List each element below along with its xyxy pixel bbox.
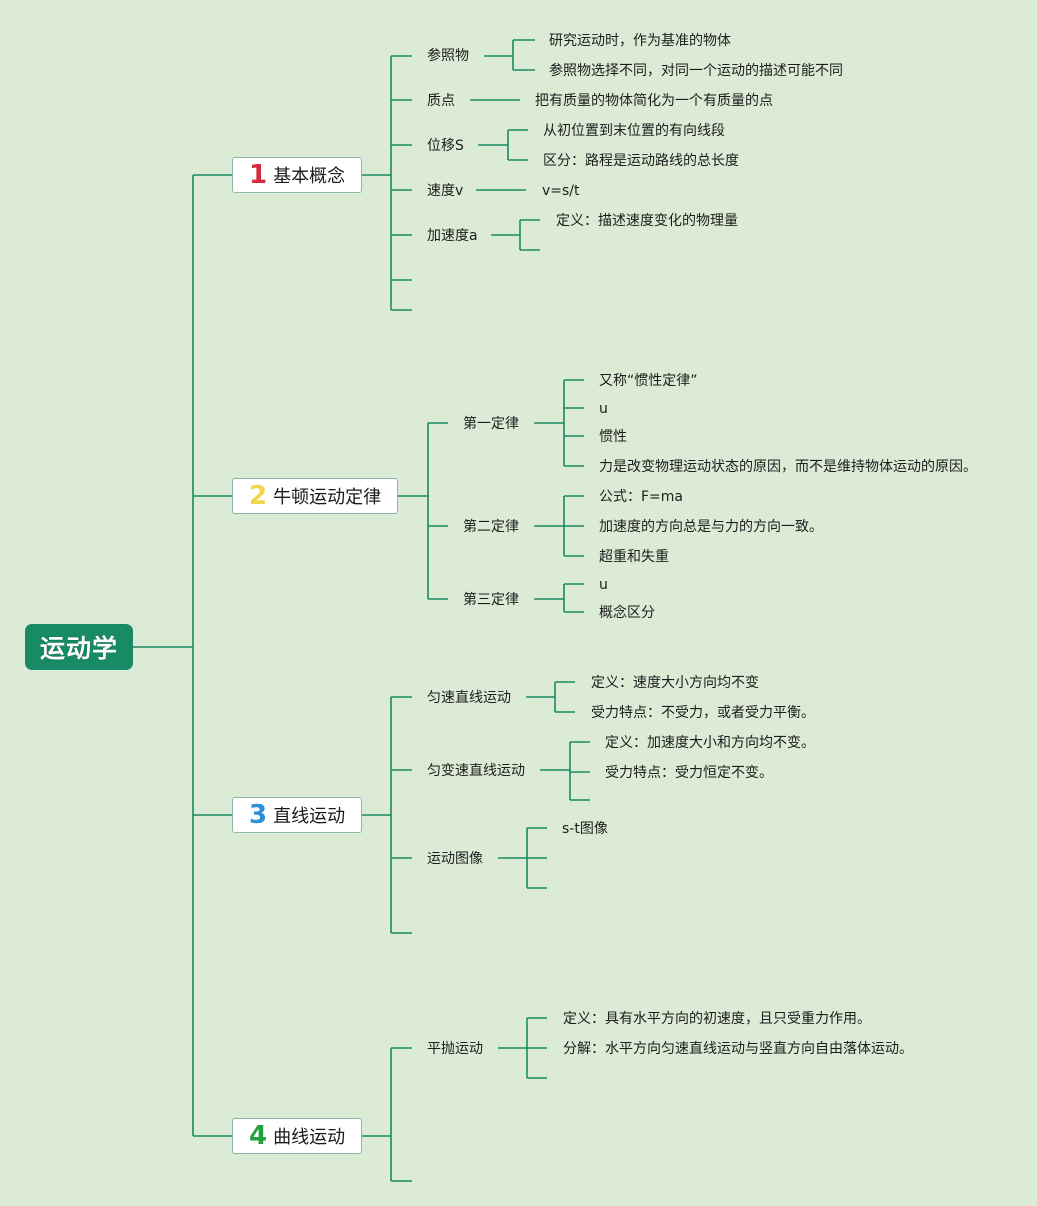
leaf-item[interactable]: 从初位置到末位置的有向线段 — [543, 123, 725, 139]
root-label: 运动学 — [39, 634, 118, 663]
leaf-item[interactable]: 参照物选择不同，对同一个运动的描述可能不同 — [549, 63, 843, 79]
leaf-item[interactable]: v=s/t — [542, 183, 580, 199]
leaf-item[interactable]: 受力特点：受力恒定不变。 — [605, 765, 773, 781]
root-node[interactable]: 运动学 — [25, 624, 133, 670]
branch-linear-motion[interactable]: 3 直线运动 — [232, 797, 362, 833]
topic-reference-frame[interactable]: 参照物 — [427, 48, 469, 64]
leaf-item[interactable]: 公式：F=ma — [599, 489, 683, 505]
leaf-item[interactable]: 又称“惯性定律” — [599, 373, 698, 389]
topic-mass-point[interactable]: 质点 — [427, 93, 455, 109]
branch-basic-concepts[interactable]: 1 基本概念 — [232, 157, 362, 193]
branch-label: 基本概念 — [273, 166, 346, 187]
leaf-item[interactable]: u — [599, 577, 608, 593]
topic-velocity[interactable]: 速度v — [427, 183, 464, 199]
number-2-badge: 2 — [249, 481, 268, 511]
number-1-badge: 1 — [249, 160, 268, 190]
topic-second-law[interactable]: 第二定律 — [463, 519, 519, 535]
number-4-badge: 4 — [249, 1121, 268, 1151]
leaf-item[interactable]: 惯性 — [599, 429, 627, 445]
topic-uniform-linear[interactable]: 匀速直线运动 — [427, 690, 511, 706]
leaf-item[interactable]: u — [599, 401, 608, 417]
leaf-item[interactable]: 超重和失重 — [599, 549, 669, 565]
leaf-item[interactable]: 定义：具有水平方向的初速度，且只受重力作用。 — [563, 1011, 871, 1027]
branch-label: 牛顿运动定律 — [273, 487, 382, 508]
topic-projectile[interactable]: 平抛运动 — [427, 1041, 483, 1057]
leaf-item[interactable]: 定义：速度大小方向均不变 — [591, 675, 759, 691]
leaf-item[interactable]: s-t图像 — [562, 821, 608, 837]
number-3-badge: 3 — [249, 800, 268, 830]
branch-newton-laws[interactable]: 2 牛顿运动定律 — [232, 478, 398, 514]
topic-displacement[interactable]: 位移S — [427, 138, 464, 154]
leaf-item[interactable]: 定义：加速度大小和方向均不变。 — [605, 735, 815, 751]
leaf-item[interactable]: 概念区分 — [599, 605, 655, 621]
leaf-item[interactable]: 研究运动时，作为基准的物体 — [549, 33, 731, 49]
branch-label: 曲线运动 — [273, 1127, 346, 1148]
topic-uniformly-accelerated[interactable]: 匀变速直线运动 — [427, 763, 525, 779]
topic-motion-graphs[interactable]: 运动图像 — [427, 851, 483, 867]
leaf-item[interactable]: 加速度的方向总是与力的方向一致。 — [599, 519, 823, 535]
leaf-item[interactable]: 定义：描述速度变化的物理量 — [556, 213, 738, 229]
topic-acceleration[interactable]: 加速度a — [427, 228, 478, 244]
leaf-item[interactable]: 分解：水平方向匀速直线运动与竖直方向自由落体运动。 — [563, 1041, 913, 1057]
topic-first-law[interactable]: 第一定律 — [463, 416, 519, 432]
leaf-item[interactable]: 力是改变物理运动状态的原因，而不是维持物体运动的原因。 — [599, 459, 977, 475]
branch-curvilinear-motion[interactable]: 4 曲线运动 — [232, 1118, 362, 1154]
topic-third-law[interactable]: 第三定律 — [463, 592, 519, 608]
branch-label: 直线运动 — [273, 806, 346, 827]
leaf-item[interactable]: 把有质量的物体简化为一个有质量的点 — [535, 93, 773, 109]
leaf-item[interactable]: 区分：路程是运动路线的总长度 — [543, 153, 739, 169]
leaf-item[interactable]: 受力特点：不受力，或者受力平衡。 — [591, 705, 815, 721]
